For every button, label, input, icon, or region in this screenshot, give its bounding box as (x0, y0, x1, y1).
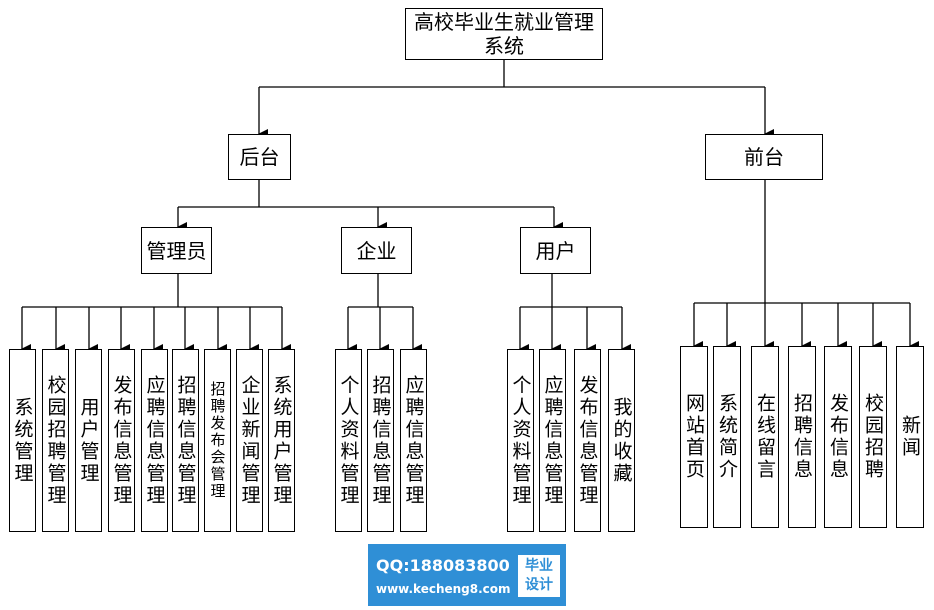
admin-node: 管理员 (141, 227, 212, 274)
company-item: 招聘信息管理 (367, 349, 394, 532)
watermark-badge: 毕业 设计 (518, 555, 560, 597)
company-node: 企业 (341, 227, 412, 274)
root-title-line2: 系统 (484, 34, 524, 58)
company-item: 应聘信息管理 (400, 349, 427, 532)
admin-item: 系统用户管理 (268, 349, 295, 532)
admin-item: 应聘信息管理 (141, 349, 168, 532)
frontend-item: 系统简介 (713, 346, 741, 528)
frontend-node: 前台 (705, 134, 823, 180)
user-item: 我的收藏 (608, 349, 635, 532)
frontend-item: 在线留言 (751, 346, 779, 528)
watermark-badge-line2: 设计 (525, 577, 553, 593)
root-title-line1: 高校毕业生就业管理 (414, 10, 594, 34)
frontend-item: 网站首页 (680, 346, 708, 528)
company-item: 个人资料管理 (335, 349, 362, 532)
frontend-item: 发布信息 (824, 346, 852, 528)
frontend-item: 招聘信息 (788, 346, 816, 528)
user-node: 用户 (520, 227, 591, 274)
user-item: 应聘信息管理 (539, 349, 566, 532)
frontend-item: 新闻 (896, 346, 924, 528)
admin-item: 招聘信息管理 (172, 349, 199, 532)
admin-item: 发布信息管理 (108, 349, 135, 532)
admin-item: 招聘发布会管理 (204, 349, 231, 532)
watermark-url: www.kecheng8.com (376, 582, 511, 596)
user-item: 个人资料管理 (507, 349, 534, 532)
frontend-item: 校园招聘 (859, 346, 887, 528)
backend-node: 后台 (228, 134, 291, 180)
watermark-banner: QQ:188083800 www.kecheng8.com 毕业 设计 (368, 544, 566, 606)
admin-item: 企业新闻管理 (236, 349, 263, 532)
admin-item: 校园招聘管理 (42, 349, 69, 532)
watermark-qq: QQ:188083800 (376, 556, 510, 575)
admin-item: 用户管理 (75, 349, 102, 532)
user-item: 发布信息管理 (574, 349, 601, 532)
watermark-badge-line1: 毕业 (525, 558, 553, 574)
root-node: 高校毕业生就业管理 系统 (405, 8, 603, 60)
admin-item: 系统管理 (9, 349, 36, 532)
